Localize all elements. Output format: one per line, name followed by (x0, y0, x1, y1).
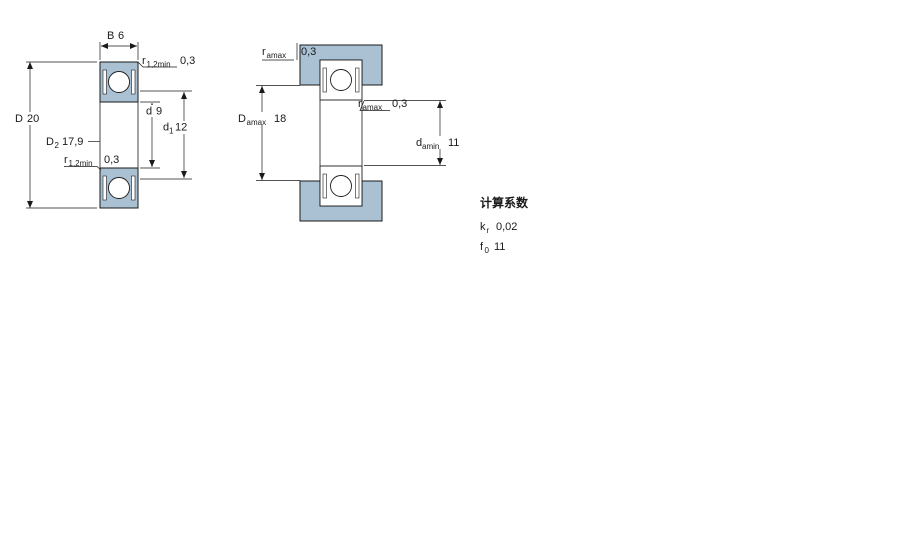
shield-left-bottom (102, 175, 107, 201)
left-view (99, 61, 139, 209)
calculation-factors-heading: 计算系数 (480, 195, 529, 210)
dim-r-bottom-subscript: 1,2min (69, 159, 93, 168)
dim-B-symbol: B (107, 30, 114, 42)
ball-top (330, 69, 352, 91)
dim-D-value: 20 (27, 113, 39, 125)
dim-ra-mid-symbol: r (358, 98, 362, 110)
factor-f0-symbol: f (480, 241, 484, 253)
dim-Da-symbol: D (238, 113, 246, 125)
dim-Da-value: 18 (274, 113, 286, 125)
factor-f0-value: 11 (494, 241, 505, 253)
dim-D2-subscript: 2 (55, 141, 60, 150)
dim-B-value: 6 (118, 30, 124, 42)
calculation-factors: 计算系数 k r 0,02 f 0 11 (480, 195, 529, 255)
shield-right-bottom (355, 173, 360, 199)
dim-r-bottom-symbol: r (64, 154, 68, 166)
dim-ra-mid-value: 0,3 (392, 98, 407, 110)
dim-d1-subscript: 1 (169, 127, 174, 136)
dim-d-symbol: d (146, 106, 152, 118)
dim-Da-subscript: amax (247, 118, 267, 127)
ball-top (108, 71, 130, 93)
label-backdrop (234, 112, 290, 125)
right-view-dimensions: r amax 0,3 D amax 18 r amax 0,3 d amin 1… (234, 43, 464, 181)
dim-r-top-symbol: r (142, 55, 146, 67)
dim-da-value: 11 (448, 137, 459, 149)
right-view (299, 44, 383, 222)
factor-kr-subscript: r (487, 226, 490, 235)
leader-r-bottom (64, 166, 102, 171)
dim-ra-top-value: 0,3 (301, 46, 316, 58)
dim-da-subscript: amin (422, 142, 439, 151)
dim-ra-top-symbol: r (262, 46, 266, 58)
label-backdrop (412, 136, 464, 149)
shield-left-top (102, 69, 107, 95)
dim-r-top-subscript: 1,2min (147, 60, 171, 69)
ball-bottom (330, 175, 352, 197)
factor-kr-symbol: k (480, 221, 486, 233)
dim-r-top-value: 0,3 (180, 55, 195, 67)
label-backdrop (143, 105, 163, 117)
ball-bottom (108, 177, 130, 199)
dim-r-bottom-value: 0,3 (104, 154, 119, 166)
dim-d-value: 9 (156, 106, 162, 118)
leader-r-top (138, 62, 177, 68)
dim-ra-top-subscript: amax (267, 51, 287, 60)
shield-right-top (355, 67, 360, 93)
dim-D-symbol: D (15, 113, 23, 125)
dim-D2-symbol: D (46, 136, 54, 148)
dim-da-symbol: d (416, 137, 422, 149)
shield-left-bottom (322, 173, 327, 199)
dim-ra-mid-subscript: amax (363, 103, 383, 112)
shield-right-top (131, 69, 136, 95)
factor-f0-subscript: 0 (485, 246, 490, 255)
shield-left-top (322, 67, 327, 93)
label-backdrop (12, 112, 40, 125)
dim-d1-symbol: d (163, 122, 169, 134)
left-view-dimensions: B 6 D 20 r 1,2min 0,3 D 2 17,9 r 1,2min … (12, 30, 195, 209)
label-backdrop (160, 121, 191, 134)
leader-ra-mid (359, 100, 390, 111)
shield-right-bottom (131, 175, 136, 201)
dim-D2-value: 17,9 (62, 136, 83, 148)
dim-d1-value: 12 (175, 122, 187, 134)
factor-kr-value: 0,02 (496, 221, 517, 233)
